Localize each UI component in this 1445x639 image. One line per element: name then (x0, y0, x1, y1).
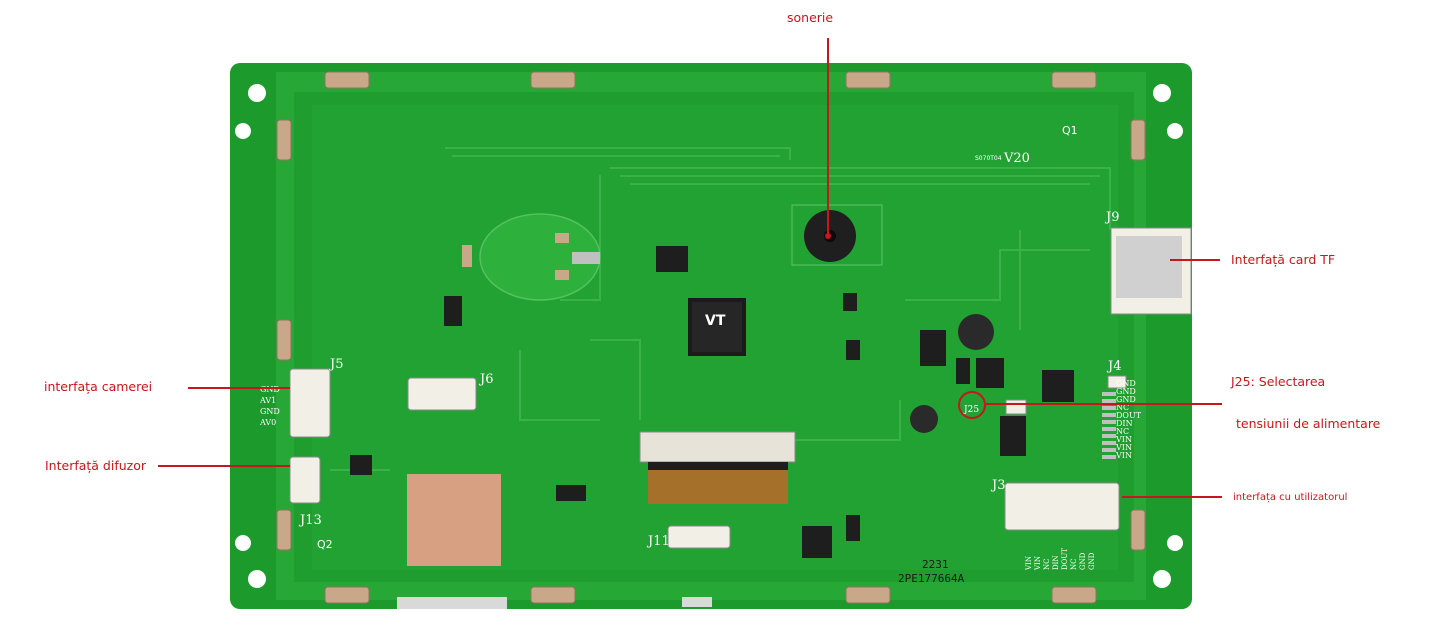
board-model: S070T04 (975, 155, 1002, 162)
serial-number: 2PE177664A (898, 572, 965, 585)
callout-label-buzzer: sonerie (787, 10, 834, 25)
main-processor (688, 298, 746, 356)
ref-j11: J11 (646, 534, 670, 549)
camera-pin-4: AV0 (259, 418, 276, 427)
ref-j3: J3 (990, 478, 1005, 493)
j4-pin-7: NC (1116, 427, 1129, 436)
j3-pin-7: GND (1079, 552, 1087, 570)
callout-label-j25-line2: tensiunii de alimentare (1236, 416, 1381, 431)
j3-pin-8: GND (1088, 552, 1096, 570)
j3-pin-1: VIN (1025, 556, 1033, 571)
ref-j9: J9 (1104, 210, 1119, 225)
j4-pin-labels: GND GND GND NC DOUT DIN NC VIN VIN VIN (1115, 379, 1142, 460)
small-ics (350, 246, 1074, 558)
j4-pads (1102, 392, 1116, 459)
battery-holder (462, 213, 601, 301)
j4-pin-4: NC (1116, 403, 1129, 412)
mounting-holes (235, 84, 1183, 588)
j3-pin-6: NC (1070, 559, 1078, 570)
j3-pin-3: NC (1043, 559, 1051, 570)
j4-pin-9: VIN (1115, 443, 1132, 452)
callout-lines (158, 38, 1222, 498)
j3-pin-2: VIN (1034, 556, 1042, 571)
metal-clips (276, 71, 1146, 604)
j4-pin-6: DIN (1116, 419, 1133, 428)
ref-q2: Q2 (317, 538, 333, 551)
ref-j4: J4 (1106, 359, 1121, 374)
j3-pin-5: DOUT (1061, 548, 1069, 570)
capacitors (910, 314, 994, 433)
j4-pin-8: VIN (1115, 435, 1132, 444)
bottom-flex-tab-small (682, 597, 712, 607)
camera-pin-1: GND (260, 385, 280, 394)
j25-highlight-circle (958, 391, 986, 419)
lcd-fpc-connector (639, 431, 796, 504)
chip-mark: VT (705, 313, 726, 329)
ref-j25: J25 (963, 405, 979, 415)
tf-card-slot (1116, 236, 1182, 298)
callout-label-j25-line1: J25: Selectarea (1231, 374, 1326, 389)
camera-pin-2: AV1 (259, 396, 276, 405)
j4-pin-3: GND (1116, 395, 1136, 404)
j3-pin-labels: VIN VIN NC DIN DOUT NC GND GND (1025, 548, 1096, 571)
j3-pin-4: DIN (1052, 555, 1060, 570)
bottom-flex-tab (397, 597, 507, 609)
callout-label-tf-card: Interfață card TF (1231, 252, 1336, 267)
callout-label-user-interface: interfața cu utilizatorul (1233, 492, 1348, 503)
j4-pin-5: DOUT (1116, 411, 1142, 420)
ref-q1: Q1 (1062, 124, 1078, 137)
copper-pad (407, 474, 501, 566)
ref-j13: J13 (298, 513, 322, 528)
j4-pin-2: GND (1116, 387, 1136, 396)
callout-dot-buzzer (825, 233, 831, 239)
callout-label-speaker: Interfață difuzor (45, 458, 147, 473)
callout-label-camera: interfața camerei (44, 379, 153, 394)
j4-pin-10: VIN (1115, 451, 1132, 460)
ref-j6: J6 (478, 372, 493, 387)
ref-j5: J5 (328, 357, 343, 372)
j4-pin-1: GND (1116, 379, 1136, 388)
camera-pin-3: GND (260, 407, 280, 416)
board-version: V20 (1003, 151, 1030, 166)
date-code: 2231 (922, 558, 949, 571)
camera-pin-labels: GND AV1 GND AV0 (259, 385, 280, 427)
